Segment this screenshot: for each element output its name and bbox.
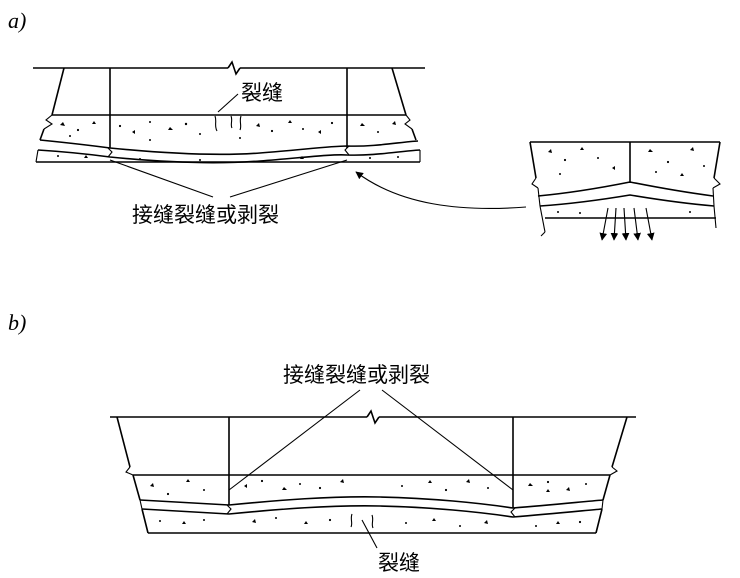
- panel-a-joint-leaders: [109, 159, 348, 198]
- panel-b-joint-label: 接缝裂缝或剥裂: [283, 363, 430, 387]
- panel-b-bottom-crack: [350, 513, 378, 549]
- panel-a-slab: [35, 114, 421, 164]
- detail-inset: [529, 141, 721, 241]
- panel-a-upper-structure: [33, 60, 425, 116]
- panel-b: b): [8, 310, 636, 575]
- panel-a-label: a): [8, 8, 26, 33]
- panel-b-slab: [125, 466, 618, 534]
- detail-aggregate: [548, 147, 705, 214]
- panel-a-joint-label: 接缝裂缝或剥裂: [132, 203, 279, 227]
- panel-b-aggregate: [150, 479, 587, 527]
- detail-pointer-arrow: [355, 171, 527, 209]
- panel-a-crack-label: 裂缝: [241, 81, 283, 105]
- panel-b-upper-structure: [110, 409, 636, 475]
- panel-a-surface-crack: [214, 93, 242, 132]
- pumping-arrows: [599, 207, 655, 241]
- panel-b-label: b): [8, 310, 26, 335]
- panel-b-crack-label: 裂缝: [378, 551, 420, 575]
- panel-a: a): [8, 8, 527, 227]
- panel-b-joint-leaders: [228, 389, 514, 491]
- panel-a-aggregate: [57, 120, 399, 161]
